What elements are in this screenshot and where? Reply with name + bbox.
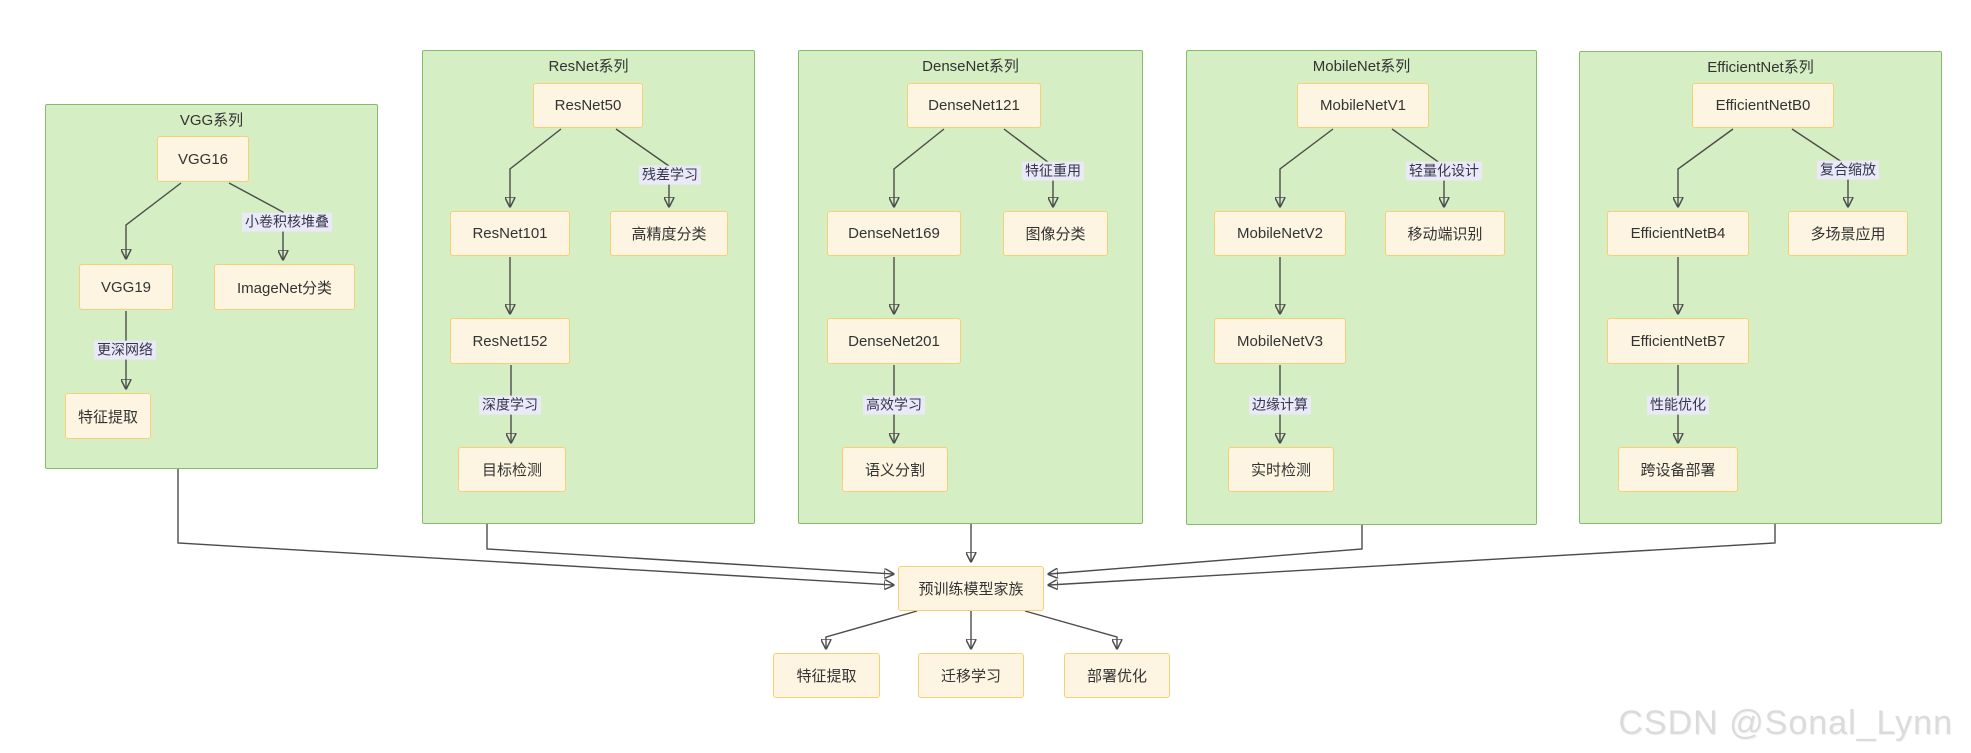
edge-label-residual-learning: 残差学习 (639, 165, 701, 185)
edge-mobilenetv1-mobilenetv2 (1280, 128, 1334, 206)
node-multi-scenario-application: 多场景应用 (1788, 211, 1908, 256)
cluster-densenet: DenseNet系列 (798, 50, 1143, 524)
cluster-efficientnet: EfficientNet系列 (1579, 51, 1942, 524)
node-cross-device-deployment: 跨设备部署 (1618, 447, 1738, 492)
edge-label-edge-computing: 边缘计算 (1249, 395, 1311, 415)
node-resnet50: ResNet50 (533, 83, 643, 128)
node-realtime-detection: 实时检测 (1228, 447, 1334, 492)
edge-label-deeper-network: 更深网络 (94, 340, 156, 360)
edge-resnet50-resnet101 (510, 128, 562, 206)
cluster-resnet: ResNet系列 (422, 50, 755, 524)
edge-densenet121-densenet169 (894, 128, 945, 206)
edge-label-feature-reuse: 特征重用 (1022, 161, 1084, 181)
edge-efficientnet-hub (1049, 524, 1776, 585)
edge-label-deep-learning: 深度学习 (479, 395, 541, 415)
node-densenet169: DenseNet169 (827, 211, 961, 256)
cluster-vgg-title: VGG系列 (179, 112, 244, 129)
edge-label-efficient-learning: 高效学习 (863, 395, 925, 415)
edge-hub-feature-extraction (826, 610, 918, 648)
cluster-efficientnet-title: EfficientNet系列 (1707, 59, 1814, 76)
node-imagenet-classification: ImageNet分类 (214, 264, 355, 310)
csdn-watermark: CSDN @Sonal_Lynn (1618, 704, 1953, 742)
node-semantic-segmentation: 语义分割 (842, 447, 948, 492)
node-efficientnetb0: EfficientNetB0 (1692, 83, 1834, 128)
edge-label-lightweight-design: 轻量化设计 (1406, 161, 1482, 181)
node-densenet201: DenseNet201 (827, 318, 961, 364)
node-transfer-learning: 迁移学习 (918, 653, 1024, 698)
node-pretrained-model-family: 预训练模型家族 (898, 566, 1044, 611)
edge-hub-deployment-optimization (1024, 610, 1117, 648)
node-image-classification: 图像分类 (1003, 211, 1108, 256)
edge-resnet-hub (486, 524, 893, 574)
node-resnet152: ResNet152 (450, 318, 570, 364)
node-object-detection: 目标检测 (458, 447, 566, 492)
node-efficientnetb7: EfficientNetB7 (1607, 318, 1749, 364)
node-resnet101: ResNet101 (450, 211, 570, 256)
edge-vgg16-imagenet (228, 182, 283, 259)
node-vgg19: VGG19 (79, 264, 173, 310)
edge-vgg16-vgg19 (126, 182, 182, 258)
edge-mobilenet-hub (1049, 525, 1363, 574)
node-deployment-optimization: 部署优化 (1064, 653, 1170, 698)
node-feature-extraction-vgg: 特征提取 (65, 393, 151, 439)
edge-label-small-kernel-stacking: 小卷积核堆叠 (242, 212, 332, 232)
node-feature-extraction-output: 特征提取 (773, 653, 880, 698)
cluster-mobilenet: MobileNet系列 (1186, 50, 1537, 525)
node-mobilenetv1: MobileNetV1 (1297, 83, 1429, 128)
edge-label-compound-scaling: 复合缩放 (1817, 160, 1879, 180)
cluster-resnet-title: ResNet系列 (548, 58, 629, 75)
edge-vgg-hub (177, 469, 893, 585)
node-high-accuracy-classification: 高精度分类 (610, 211, 728, 256)
edge-efficientnetb0-efficientnetb4 (1678, 128, 1734, 206)
node-mobilenetv2: MobileNetV2 (1214, 211, 1346, 256)
node-mobilenetv3: MobileNetV3 (1214, 318, 1346, 364)
cluster-densenet-title: DenseNet系列 (922, 58, 1019, 75)
node-efficientnetb4: EfficientNetB4 (1607, 211, 1749, 256)
node-densenet121: DenseNet121 (907, 83, 1041, 128)
edge-label-performance-optimization: 性能优化 (1647, 395, 1709, 415)
cluster-mobilenet-title: MobileNet系列 (1312, 58, 1411, 75)
node-mobile-recognition: 移动端识别 (1385, 211, 1505, 256)
node-vgg16: VGG16 (157, 136, 249, 182)
